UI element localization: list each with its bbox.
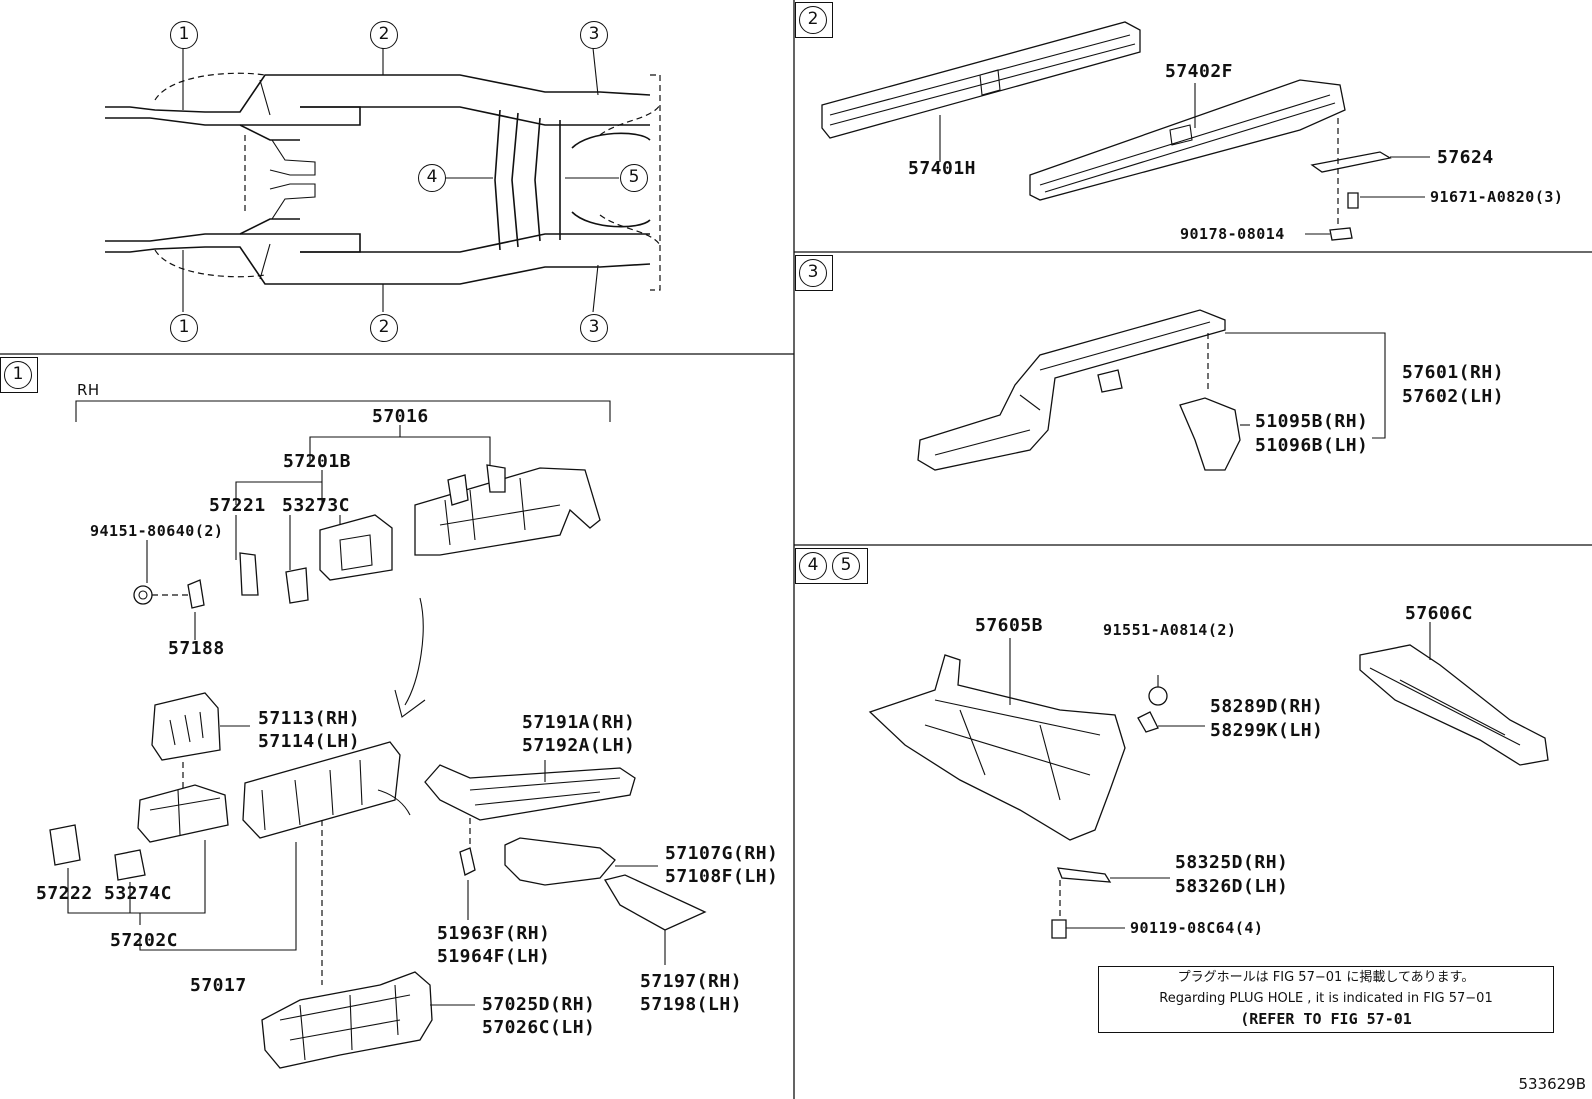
- overview-marker-4: 4: [418, 164, 446, 192]
- overview-marker-2-top: 2: [370, 21, 398, 49]
- part-57191a-rh[interactable]: 57191A(RH): [522, 712, 636, 733]
- side-label-rh: RH: [77, 381, 100, 399]
- part-57025d-rh[interactable]: 57025D(RH): [482, 994, 596, 1015]
- part-57605b[interactable]: 57605B: [975, 615, 1044, 636]
- part-57401h[interactable]: 57401H: [908, 158, 977, 179]
- part-51096b-lh[interactable]: 51096B(LH): [1255, 435, 1369, 456]
- section-3-drawing: [917, 309, 1386, 471]
- overview-marker-3-top: 3: [580, 21, 608, 49]
- part-58325d-rh[interactable]: 58325D(RH): [1175, 852, 1289, 873]
- part-57222[interactable]: 57222: [36, 883, 93, 904]
- part-57017[interactable]: 57017: [190, 975, 247, 996]
- part-57197-rh[interactable]: 57197(RH): [640, 971, 743, 992]
- part-57192a-lh[interactable]: 57192A(LH): [522, 735, 636, 756]
- section-4-marker: 4: [799, 552, 827, 580]
- overview-marker-3-bottom: 3: [580, 314, 608, 342]
- part-91671-a0820[interactable]: 91671-A0820(3): [1430, 188, 1564, 206]
- section-3-marker: 3: [799, 259, 827, 287]
- part-57402f[interactable]: 57402F: [1165, 61, 1234, 82]
- part-57016[interactable]: 57016: [372, 406, 429, 427]
- part-90178-08014[interactable]: 90178-08014: [1180, 225, 1285, 243]
- part-57113-rh[interactable]: 57113(RH): [258, 708, 361, 729]
- section-3-header: 3: [795, 255, 833, 291]
- note-refer-link[interactable]: (REFER TO FIG 57-01: [1240, 1010, 1412, 1028]
- part-57624[interactable]: 57624: [1437, 147, 1494, 168]
- figure-id: 533629B: [1518, 1075, 1586, 1093]
- part-57221[interactable]: 57221: [209, 495, 266, 516]
- part-53274c[interactable]: 53274C: [104, 883, 173, 904]
- part-57107g-rh[interactable]: 57107G(RH): [665, 843, 779, 864]
- part-57601-rh[interactable]: 57601(RH): [1402, 362, 1505, 383]
- section-5-marker: 5: [832, 552, 860, 580]
- part-58289d-rh[interactable]: 58289D(RH): [1210, 696, 1324, 717]
- part-58299k-lh[interactable]: 58299K(LH): [1210, 720, 1324, 741]
- part-57108f-lh[interactable]: 57108F(LH): [665, 866, 779, 887]
- section-2-marker: 2: [799, 6, 827, 34]
- overview-marker-1-bottom: 1: [170, 314, 198, 342]
- overview-marker-1-top: 1: [170, 21, 198, 49]
- part-57114-lh[interactable]: 57114(LH): [258, 731, 361, 752]
- part-57602-lh[interactable]: 57602(LH): [1402, 386, 1505, 407]
- frame-overview-drawing: [105, 72, 661, 291]
- part-91551-a0814[interactable]: 91551-A0814(2): [1103, 621, 1237, 639]
- section-1-drawing: [49, 400, 707, 1069]
- part-58326d-lh[interactable]: 58326D(LH): [1175, 876, 1289, 897]
- overview-leaders: [182, 47, 619, 313]
- note-english: Regarding PLUG HOLE , it is indicated in…: [1159, 991, 1493, 1006]
- part-57188[interactable]: 57188: [168, 638, 225, 659]
- section-2-header: 2: [795, 2, 833, 38]
- note-japanese: プラグホールは FIG 57−01 に掲載してあります。: [1177, 970, 1475, 985]
- section-1-marker: 1: [4, 361, 32, 389]
- part-57198-lh[interactable]: 57198(LH): [640, 994, 743, 1015]
- part-51964f-lh[interactable]: 51964F(LH): [437, 946, 551, 967]
- part-53273c[interactable]: 53273C: [282, 495, 351, 516]
- part-57201b[interactable]: 57201B: [283, 451, 352, 472]
- overview-marker-2-bottom: 2: [370, 314, 398, 342]
- part-51963f-rh[interactable]: 51963F(RH): [437, 923, 551, 944]
- overview-marker-5: 5: [620, 164, 648, 192]
- section-1-header: 1: [0, 357, 38, 393]
- part-57026c-lh[interactable]: 57026C(LH): [482, 1017, 596, 1038]
- plug-hole-note: プラグホールは FIG 57−01 に掲載してあります。 Regarding P…: [1098, 966, 1554, 1033]
- part-57606c[interactable]: 57606C: [1405, 603, 1474, 624]
- part-94151-80640[interactable]: 94151-80640(2): [90, 522, 224, 540]
- section-2-drawing: [821, 21, 1430, 241]
- part-57202c[interactable]: 57202C: [110, 930, 179, 951]
- section-45-drawing: [868, 622, 1549, 939]
- part-51095b-rh[interactable]: 51095B(RH): [1255, 411, 1369, 432]
- part-90119-08c64[interactable]: 90119-08C64(4): [1130, 919, 1264, 937]
